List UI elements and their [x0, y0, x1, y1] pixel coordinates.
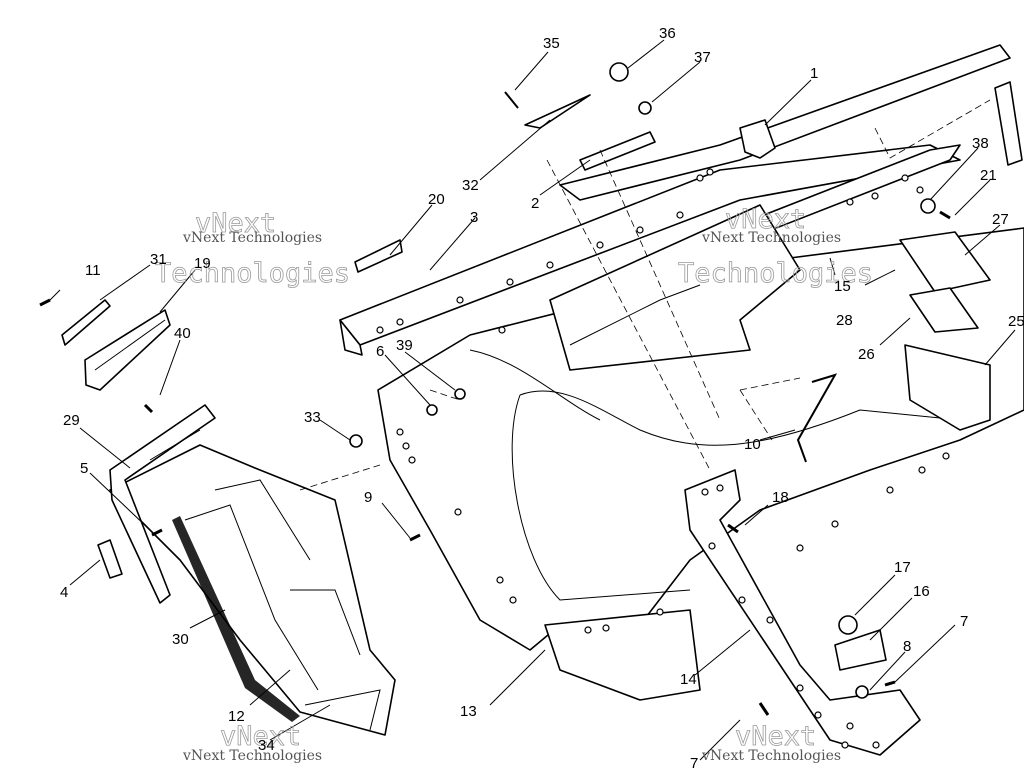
callout-16: 16: [913, 583, 930, 600]
svg-text:vNext Technologies: vNext Technologies: [182, 230, 322, 246]
callout-31: 31: [150, 251, 167, 268]
callout-17: 17: [894, 559, 911, 576]
svg-text:Technologies: Technologies: [155, 258, 350, 289]
side-cover-12: [109, 444, 396, 736]
panel-26: [909, 287, 979, 333]
svg-text:vNext: vNext: [735, 721, 816, 752]
callout-19: 19: [194, 255, 211, 272]
clip-4: [97, 539, 123, 579]
callout-14: 14: [680, 671, 697, 688]
callout-11: 11: [85, 262, 101, 279]
callout-18: 18: [772, 489, 789, 506]
callout-1: 1: [810, 65, 818, 82]
callout-39: 39: [396, 337, 413, 354]
svg-text:vNext: vNext: [220, 721, 301, 752]
assembly-lines: [299, 99, 991, 491]
plate-2: [579, 131, 656, 171]
callout-35: 35: [543, 35, 560, 52]
callout-8: 8: [903, 638, 911, 655]
callout-10: 10: [744, 436, 761, 453]
box-25: [904, 344, 991, 431]
trim-19: [84, 309, 171, 391]
callout-20: 20: [428, 191, 445, 208]
hinge-16: [834, 629, 887, 671]
callout-7: 7: [960, 613, 968, 630]
callout-7-lower: 7: [690, 755, 698, 768]
body-panel-13: [377, 227, 1024, 701]
callout-27: 27: [992, 211, 1009, 228]
front-frame-14: [684, 469, 921, 756]
strut: [994, 81, 1023, 166]
callout-37: 37: [694, 49, 711, 66]
callout-36: 36: [659, 25, 676, 42]
svg-text:vNext Technologies: vNext Technologies: [701, 748, 841, 764]
callout-26: 26: [858, 346, 875, 363]
bracket-20: [354, 239, 403, 273]
svg-text:vNext Technologies: vNext Technologies: [701, 230, 841, 246]
callout-12: 12: [228, 708, 245, 725]
leader-lines: [47, 39, 1016, 761]
bracket-10: [796, 373, 838, 463]
callout-40: 40: [174, 325, 191, 342]
callout-28: 28: [836, 312, 853, 329]
side-panel-29: [109, 404, 216, 604]
callout-32: 32: [462, 177, 479, 194]
callout-25: 25: [1008, 313, 1024, 330]
latch-1: [739, 119, 776, 159]
callout-33: 33: [304, 409, 321, 426]
callout-29: 29: [63, 412, 80, 429]
svg-text:vNext: vNext: [725, 204, 806, 235]
watermark-logo: vNext Technologies vNext Technologies vN…: [155, 204, 874, 764]
callout-3: 3: [470, 209, 478, 226]
callout-5: 5: [80, 460, 88, 477]
callout-6: 6: [376, 343, 384, 360]
callout-30: 30: [172, 631, 189, 648]
callout-2: 2: [531, 195, 539, 212]
fasteners: [39, 62, 951, 716]
panel-27: [899, 231, 991, 293]
callout-21: 21: [980, 167, 997, 184]
strip-32: [524, 94, 591, 129]
plug-17: [838, 615, 858, 635]
callout-9: 9: [364, 489, 372, 506]
callout-labels: 1 2 3 4 5 6 7 7 8 9 10 11 12 13 14 15 16…: [60, 25, 1024, 768]
pad-31: [61, 299, 111, 346]
svg-text:Technologies: Technologies: [678, 258, 873, 289]
center-bracket-15: [549, 204, 801, 371]
svg-text:vNext: vNext: [195, 208, 276, 239]
callout-15: 15: [834, 278, 851, 295]
svg-text:vNext Technologies: vNext Technologies: [182, 748, 322, 764]
callout-4: 4: [60, 584, 68, 601]
callout-34: 34: [258, 737, 275, 754]
callout-38: 38: [972, 135, 989, 152]
callout-13: 13: [460, 703, 477, 720]
